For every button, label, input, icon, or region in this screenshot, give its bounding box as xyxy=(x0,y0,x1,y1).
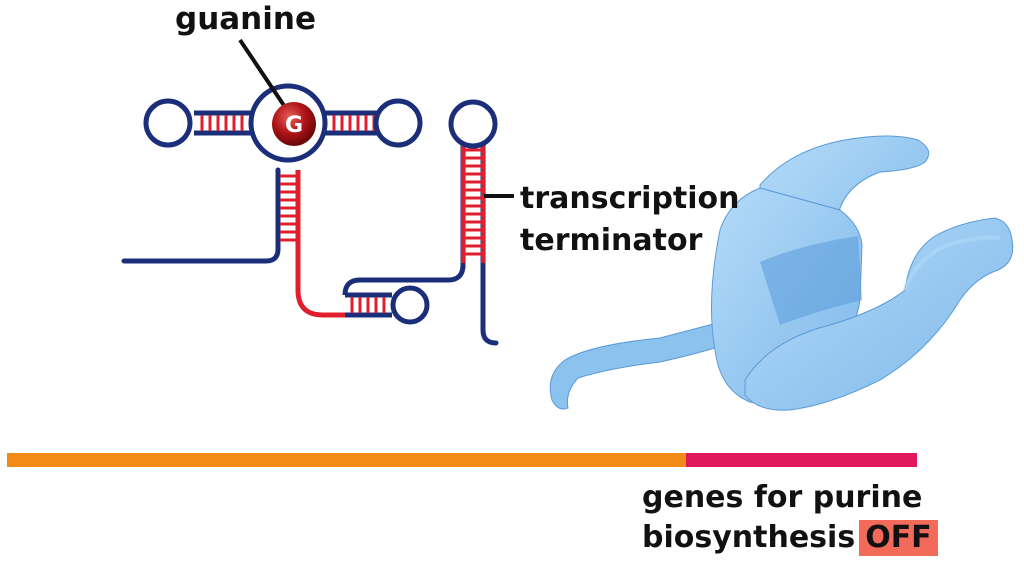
rna-left-hairpin-loop xyxy=(143,98,193,148)
terminator-label: transcription terminator xyxy=(520,178,740,262)
rna-small-hairpin-loop xyxy=(390,285,430,325)
left-arm-pairs xyxy=(200,115,244,131)
rna-right-hairpin-loop xyxy=(373,98,423,148)
rna-tail-left xyxy=(121,167,281,264)
guanine-pointer xyxy=(238,38,289,112)
rna-small-hairpin xyxy=(342,220,466,318)
terminator-label-line1: transcription xyxy=(520,181,740,216)
terminator-pairs xyxy=(465,148,481,256)
genes-label-line1: genes for purine xyxy=(642,480,923,515)
right-arm-pairs xyxy=(332,115,376,131)
off-badge: OFF xyxy=(859,520,938,556)
guanine-molecule: G xyxy=(272,102,316,146)
dna-upstream-segment xyxy=(7,453,686,467)
guanine-label: guanine xyxy=(175,1,316,37)
small-hairpin-pairs xyxy=(350,297,386,313)
genes-label-biosynthesis: biosynthesis xyxy=(642,520,856,555)
dna-genes-segment xyxy=(686,453,917,467)
rna-linker-red xyxy=(295,170,345,318)
guanine-symbol: G xyxy=(285,113,303,138)
terminator-label-line2: terminator xyxy=(520,223,703,258)
rna-terminator-loop xyxy=(448,99,498,149)
stem-base-pairs xyxy=(280,174,296,242)
rna-polymerase xyxy=(549,135,1014,411)
